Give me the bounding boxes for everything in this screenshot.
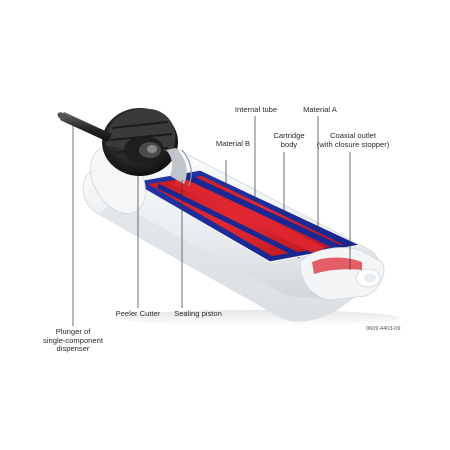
label-coaxial-outlet-line-2: (with closure stopper) bbox=[316, 139, 390, 149]
label-plunger: Plunger of single-component dispenser bbox=[38, 327, 108, 354]
plunger-rod bbox=[57, 112, 112, 142]
label-plunger-line-1: Plunger of bbox=[55, 327, 91, 336]
closure-stopper-inner bbox=[364, 273, 376, 283]
label-sealing-piston: Sealing piston bbox=[168, 309, 228, 319]
peeler-cutter-head bbox=[102, 108, 192, 187]
label-material-b: Material B bbox=[208, 139, 258, 149]
internal-tube-wall-upper bbox=[184, 173, 342, 251]
label-coaxial-outlet-line-1: Coaxial outlet bbox=[329, 131, 376, 140]
label-internal-tube-line-1: Internal tube bbox=[234, 105, 278, 114]
label-material-a: Material A bbox=[295, 105, 345, 115]
label-material-b-line-1: Material B bbox=[215, 139, 251, 148]
cut-edge-top bbox=[131, 169, 361, 246]
label-plunger-line-3: dispenser bbox=[56, 344, 90, 354]
label-material-a-line-1: Material A bbox=[303, 105, 337, 114]
label-sealing-piston-line-1: Sealing piston bbox=[174, 309, 222, 318]
internal-tube-core bbox=[173, 175, 325, 257]
outlet-red-flow bbox=[312, 257, 362, 274]
label-cartridge-body-line-2: body bbox=[280, 139, 298, 149]
figure-code: 0609.4403-09 bbox=[366, 326, 401, 332]
label-peeler-cutter-line-1: Peeler Cutter bbox=[115, 309, 161, 318]
label-cartridge-body-line-1: Cartridge bbox=[273, 131, 305, 140]
floor-shadow bbox=[120, 310, 400, 326]
label-coaxial-outlet: Coaxial outlet (with closure stopper) bbox=[310, 131, 396, 149]
cartridge-body-lower bbox=[100, 200, 362, 322]
label-cartridge-body: Cartridge body bbox=[264, 131, 314, 149]
label-internal-tube: Internal tube bbox=[228, 105, 284, 115]
label-plunger-line-2: single-component bbox=[43, 335, 103, 345]
label-peeler-cutter: Peeler Cutter bbox=[108, 309, 168, 319]
leader-lines bbox=[72, 116, 351, 326]
